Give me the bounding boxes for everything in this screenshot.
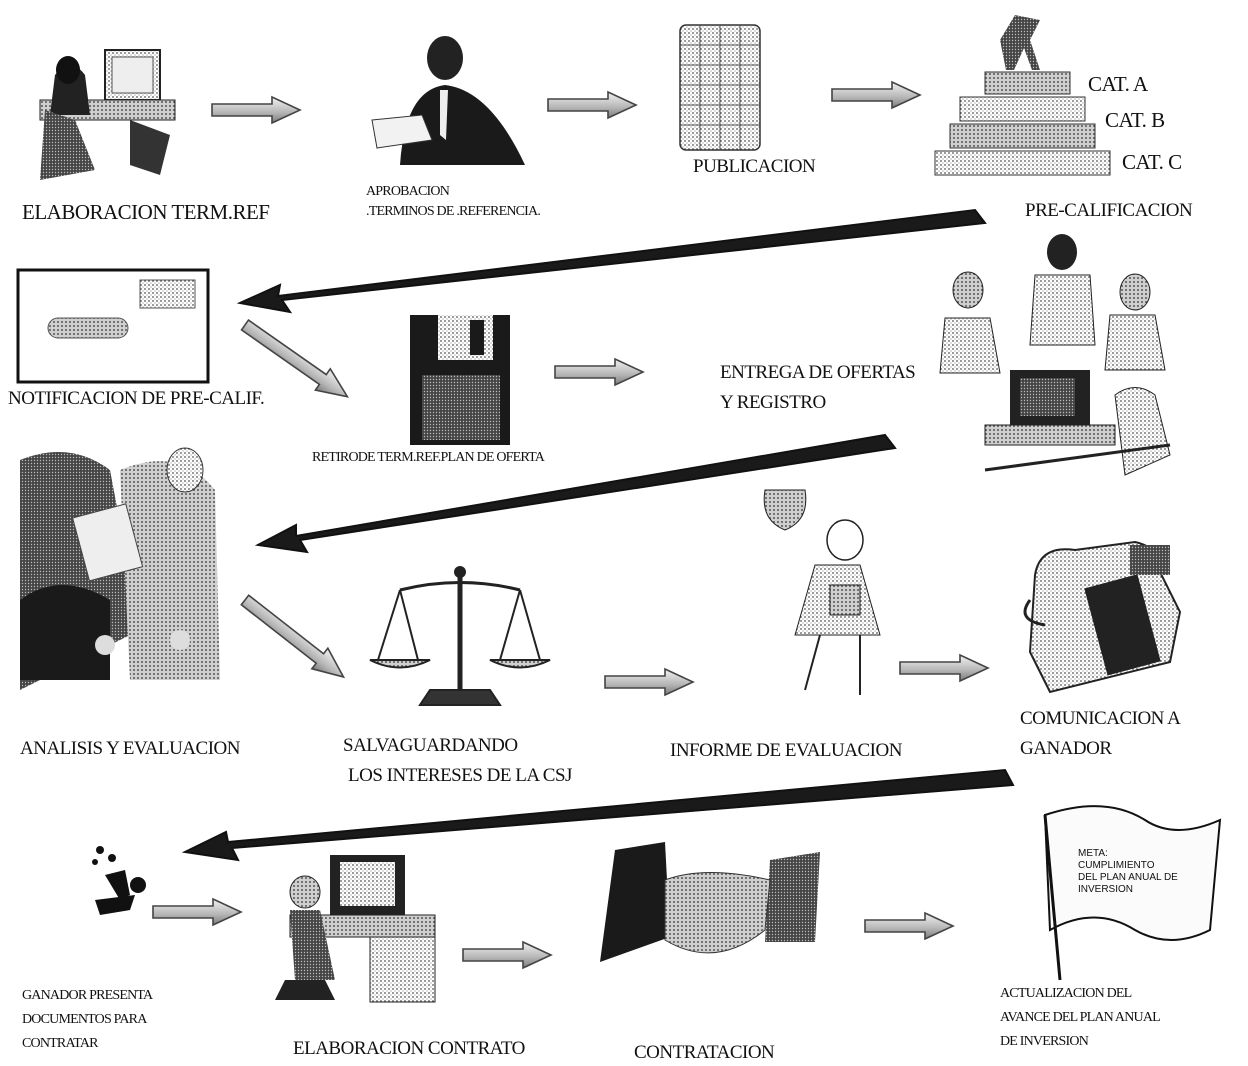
team-computer-icon — [939, 234, 1171, 476]
label-comunicacion-2: GANADOR — [1020, 738, 1112, 759]
flag-text: META: CUMPLIMIENTO DEL PLAN ANUAL DE INV… — [1078, 848, 1178, 896]
long-arrow — [254, 433, 897, 554]
arrow — [554, 358, 644, 386]
label-elaboracion-contrato: ELABORACION CONTRATO — [293, 1038, 525, 1059]
label-aprobacion-1: APROBACION — [366, 184, 450, 199]
label-salvaguardando-1: SALVAGUARDANDO — [343, 735, 518, 756]
envelope-icon — [16, 268, 210, 384]
label-notificacion: NOTIFICACION DE PRE-CALIF. — [8, 388, 265, 409]
arrow — [899, 654, 989, 682]
floppy-disk-icon — [410, 315, 510, 445]
flag-line-1: META: — [1078, 848, 1108, 859]
flag-line-3: DEL PLAN ANUAL DE — [1078, 872, 1178, 883]
celebration-icon — [92, 846, 146, 915]
label-actualizacion-3: DE INVERSION — [1000, 1034, 1089, 1049]
arrow — [831, 81, 921, 109]
label-contratacion: CONTRATACION — [634, 1042, 775, 1063]
flag-line-2: CUMPLIMIENTO — [1078, 860, 1155, 871]
arrow — [604, 668, 694, 696]
flag-line-4: INVERSION — [1078, 884, 1134, 895]
arrow — [462, 941, 552, 969]
arrow — [864, 912, 954, 940]
label-entrega-2: Y REGISTRO — [720, 392, 826, 413]
long-arrow — [181, 768, 1015, 862]
computer-user-icon — [39, 49, 176, 180]
label-cat-a: CAT. A — [1088, 72, 1148, 96]
label-entrega-1: ENTREGA DE OFERTAS — [720, 362, 916, 383]
handshake-icon — [600, 842, 820, 962]
label-analisis: ANALISIS Y EVALUACION — [20, 738, 240, 759]
label-ganador-2: DOCUMENTOS PARA — [22, 1012, 147, 1027]
label-actualizacion-2: AVANCE DEL PLAN ANUAL — [1000, 1010, 1161, 1025]
label-retiro: RETIRODE TERM.REF.PLAN DE OFERTA — [312, 450, 545, 465]
podium-icon — [934, 15, 1111, 176]
label-informe: INFORME DE EVALUACION — [670, 740, 902, 761]
arrow — [152, 898, 242, 926]
desk-computer-icon — [275, 855, 436, 1003]
arrow — [240, 318, 350, 398]
meeting-icon — [20, 447, 220, 690]
label-ganador-1: GANADOR PRESENTA — [22, 988, 153, 1003]
label-cat-b: CAT. B — [1105, 108, 1165, 132]
arrow — [211, 96, 301, 124]
trophy-girl-icon — [763, 489, 881, 695]
label-cat-c: CAT. C — [1122, 150, 1182, 174]
signing-man-icon — [371, 36, 525, 165]
label-publicacion: PUBLICACION — [693, 156, 816, 177]
long-arrow — [236, 208, 987, 314]
calendar-icon — [679, 24, 761, 151]
label-comunicacion-1: COMUNICACION A — [1020, 708, 1181, 729]
scales-icon — [369, 566, 551, 706]
label-precalificacion: PRE-CALIFICACION — [1025, 200, 1193, 221]
label-elaboracion-term: ELABORACION TERM.REF — [22, 200, 270, 224]
arrow — [547, 91, 637, 119]
label-salvaguardando-2: LOS INTERESES DE LA CSJ — [348, 765, 572, 786]
label-ganador-3: CONTRATAR — [22, 1036, 98, 1051]
phone-icon — [1023, 540, 1182, 694]
label-actualizacion-1: ACTUALIZACION DEL — [1000, 986, 1132, 1001]
label-aprobacion-2: .TERMINOS DE .REFERENCIA. — [366, 204, 541, 219]
arrow — [240, 594, 346, 679]
flag-icon — [1043, 805, 1222, 981]
